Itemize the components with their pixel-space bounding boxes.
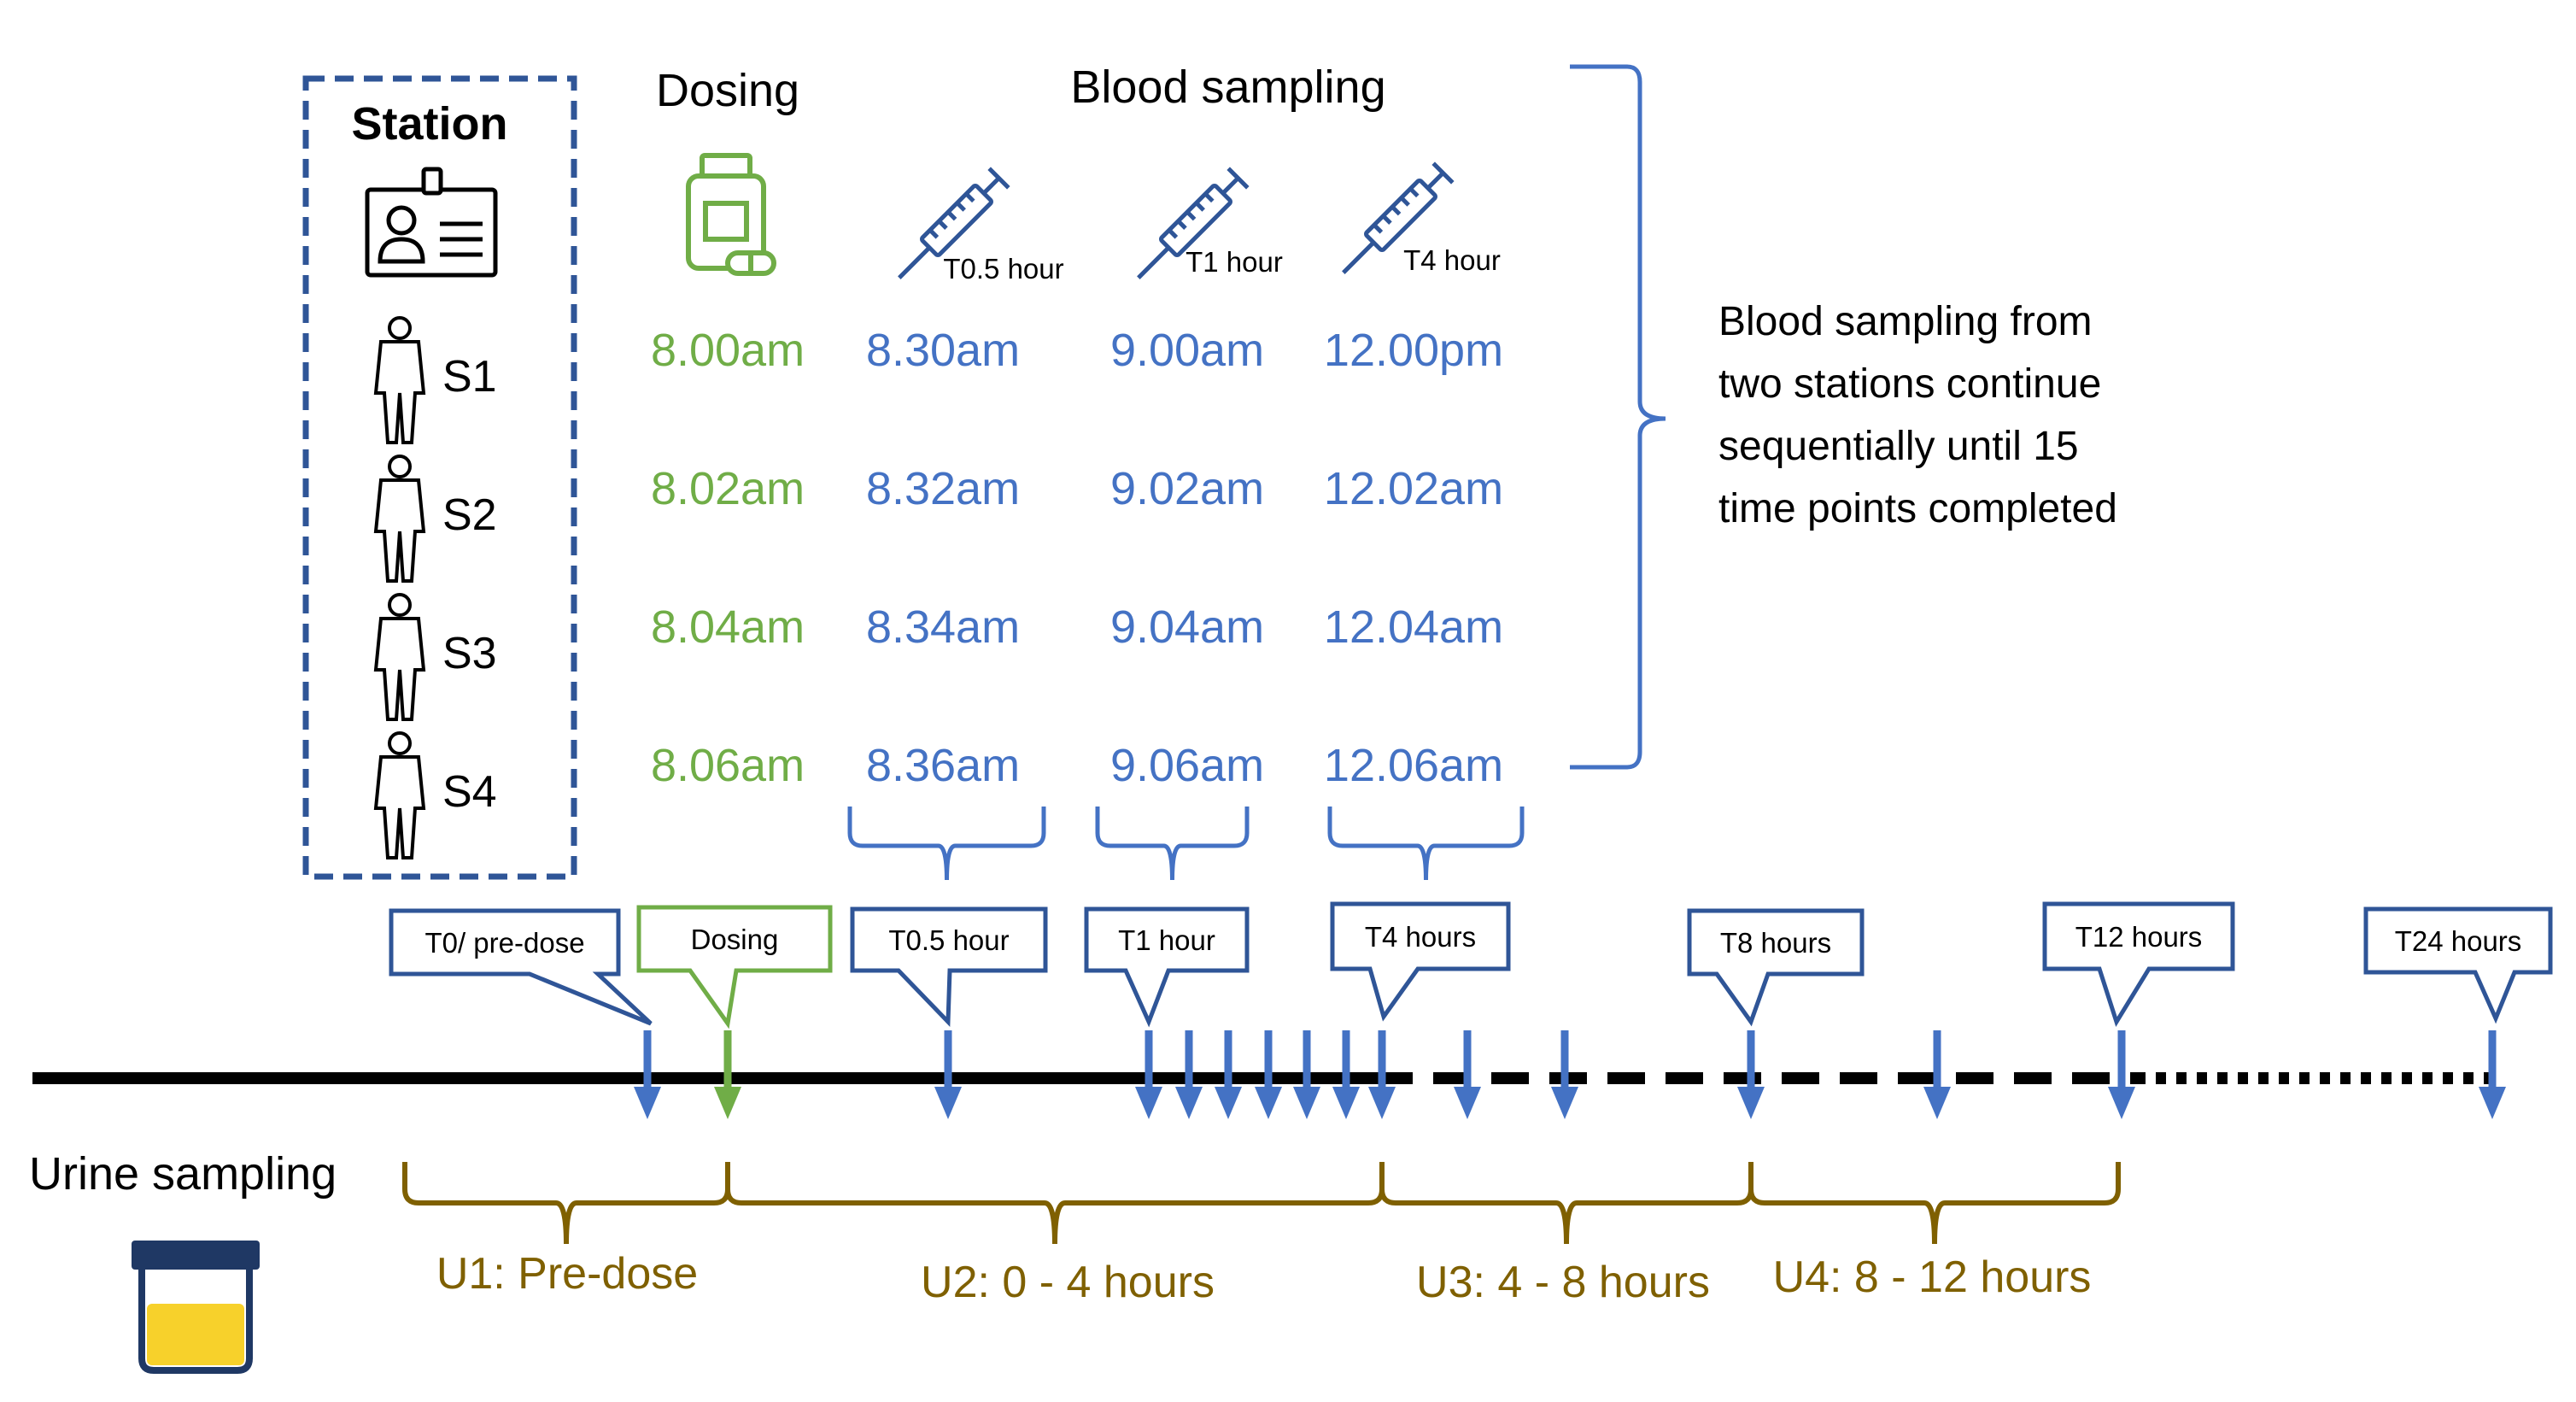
note-line: sequentially until 15: [1718, 424, 2079, 469]
blood-time: 9.06am: [1110, 740, 1264, 791]
person-icon: [373, 593, 426, 721]
svg-text:T4 hours: T4 hours: [1365, 921, 1476, 953]
note-line: time points completed: [1718, 486, 2117, 531]
note-line: two stations continue: [1718, 361, 2101, 407]
urine-period-label: U4: 8 - 12 hours: [1773, 1252, 2092, 1302]
sampling-arrow: [2479, 1030, 2506, 1119]
subject-label: S1: [442, 352, 497, 402]
blood-sampling-header: Blood sampling: [1070, 62, 1385, 113]
right-brace: [1570, 64, 1666, 770]
blood-time: 9.00am: [1110, 325, 1264, 376]
dosing-header: Dosing: [656, 65, 799, 116]
svg-text:T1 hour: T1 hour: [1118, 924, 1215, 956]
dosing-time: 8.04am: [651, 601, 805, 653]
dosing-time: 8.06am: [651, 740, 805, 791]
person-icon: [373, 455, 426, 583]
blood-time: 12.02am: [1324, 463, 1503, 514]
person-icon: [373, 316, 426, 444]
urine-period-brace: [1748, 1162, 2121, 1245]
svg-text:T0/ pre-dose: T0/ pre-dose: [424, 927, 584, 959]
station-dashed-box: [302, 75, 577, 880]
sampling-arrow: [1368, 1030, 1396, 1119]
sampling-arrow: [934, 1030, 962, 1119]
blood-time: 8.36am: [866, 740, 1020, 791]
time-callout: Dosing: [636, 905, 833, 1030]
station-title: Station: [352, 98, 508, 150]
sampling-arrow: [2108, 1030, 2135, 1119]
blood-time: 9.02am: [1110, 463, 1264, 514]
blood-time: 8.34am: [866, 601, 1020, 653]
time-callout: T4 hours: [1330, 901, 1511, 1022]
urine-period-label: U1: Pre-dose: [436, 1249, 698, 1299]
column-brace: [1327, 807, 1525, 881]
sampling-arrow: [1135, 1030, 1162, 1119]
urine-period-brace: [402, 1162, 730, 1245]
blood-time: 9.04am: [1110, 601, 1264, 653]
dosing-time: 8.00am: [651, 325, 805, 376]
blood-time: 8.30am: [866, 325, 1020, 376]
blood-time: 12.06am: [1324, 740, 1503, 791]
sampling-arrow: [1175, 1030, 1203, 1119]
subject-label: S3: [442, 629, 497, 678]
column-time-label: T1 hour: [1186, 246, 1283, 278]
pill-bottle-icon: [686, 153, 776, 276]
column-brace: [847, 807, 1046, 881]
sampling-arrow: [1923, 1030, 1951, 1119]
dosing-time: 8.02am: [651, 463, 805, 514]
sampling-arrow: [1293, 1030, 1320, 1119]
sampling-arrow: [634, 1030, 661, 1119]
sampling-arrow: [1255, 1030, 1282, 1119]
urine-cup-icon: [132, 1241, 260, 1374]
svg-text:T0.5 hour: T0.5 hour: [888, 924, 1009, 956]
id-badge-icon: [365, 167, 498, 278]
column-time-label: T4 hour: [1403, 244, 1501, 276]
urine-period-brace: [725, 1162, 1385, 1245]
blood-time: 12.00pm: [1324, 325, 1503, 376]
sampling-arrow: [1551, 1030, 1578, 1119]
urine-period-label: U3: 4 - 8 hours: [1416, 1258, 1710, 1307]
time-callout: T0.5 hour: [850, 906, 1048, 1027]
time-callout: T1 hour: [1084, 906, 1250, 1028]
time-callout: T12 hours: [2042, 901, 2235, 1027]
column-time-label: T0.5 hour: [943, 253, 1063, 285]
note-line: Blood sampling from: [1718, 299, 2093, 344]
time-callout: T24 hours: [2363, 906, 2553, 1024]
urine-period-brace: [1379, 1162, 1753, 1245]
syringe-icon: [1342, 161, 1455, 274]
blood-time: 12.04am: [1324, 601, 1503, 653]
svg-text:T24 hours: T24 hours: [2395, 925, 2522, 957]
time-callout: T0/ pre-dose: [389, 908, 653, 1026]
urine-sampling-label: Urine sampling: [29, 1148, 337, 1200]
svg-text:T8 hours: T8 hours: [1720, 927, 1831, 959]
person-icon: [373, 731, 426, 859]
sampling-arrow: [714, 1030, 741, 1119]
svg-text:T12 hours: T12 hours: [2075, 921, 2203, 953]
blood-time: 8.32am: [866, 463, 1020, 514]
urine-period-label: U2: 0 - 4 hours: [921, 1258, 1215, 1307]
time-callout: T8 hours: [1687, 908, 1865, 1027]
sampling-arrow: [1737, 1030, 1765, 1119]
sampling-arrow: [1332, 1030, 1360, 1119]
syringe-icon: [898, 167, 1010, 279]
sampling-arrow: [1454, 1030, 1481, 1119]
sampling-arrow: [1215, 1030, 1242, 1119]
subject-label: S2: [442, 490, 497, 540]
syringe-icon: [1137, 167, 1250, 279]
column-brace: [1095, 807, 1250, 881]
svg-text:Dosing: Dosing: [691, 924, 779, 955]
subject-label: S4: [442, 767, 497, 817]
